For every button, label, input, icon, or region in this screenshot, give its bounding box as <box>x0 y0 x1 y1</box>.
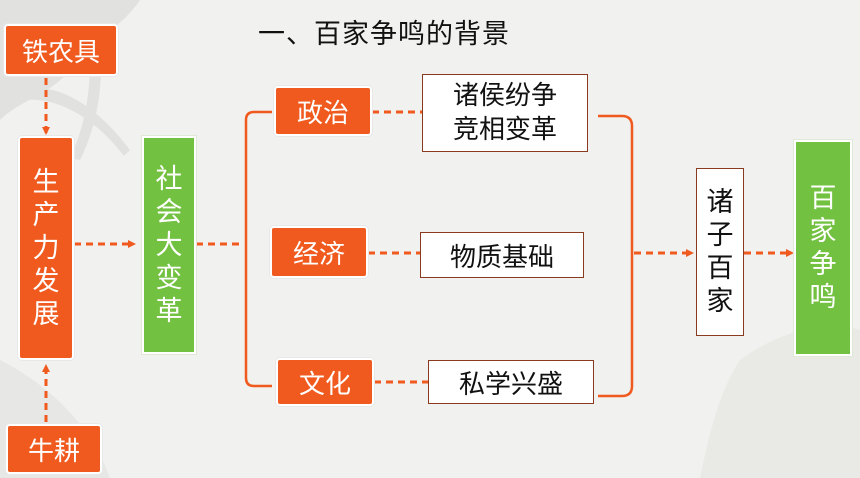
productivity-label: 生产力发展 <box>32 166 60 330</box>
economy-box: 经济 <box>270 226 368 278</box>
politics-detail-line-2: 竞相变革 <box>452 115 557 145</box>
economy-detail-label: 物质基础 <box>449 242 554 273</box>
contention-box: 百家争鸣 <box>794 140 852 356</box>
politics-label: 政治 <box>296 98 349 129</box>
right-bracket <box>598 114 634 398</box>
culture-box: 文化 <box>276 358 374 406</box>
economy-detail-box: 物质基础 <box>420 232 584 278</box>
politics-detail-line-1: 诸侯纷争 <box>452 81 557 111</box>
social-change-box: 社会大变革 <box>142 136 196 354</box>
culture-label: 文化 <box>298 369 351 400</box>
ox-plough-box: 牛耕 <box>6 424 102 474</box>
iron-tools-label: 铁农具 <box>21 37 100 68</box>
social-change-label: 社会大变革 <box>155 163 183 327</box>
contention-label: 百家争鸣 <box>809 183 837 313</box>
economy-label: 经济 <box>292 239 345 270</box>
hundred-schools-label: 诸子百家 <box>706 187 734 317</box>
productivity-box: 生产力发展 <box>18 136 74 360</box>
politics-box: 政治 <box>274 86 372 136</box>
left-bracket <box>244 110 272 388</box>
iron-tools-box: 铁农具 <box>4 24 118 76</box>
hundred-schools-box: 诸子百家 <box>696 168 744 336</box>
culture-detail-box: 私学兴盛 <box>428 360 594 404</box>
politics-detail-box: 诸侯纷争 竞相变革 <box>422 74 588 152</box>
page-title: 一、百家争鸣的背景 <box>258 19 510 50</box>
ox-plough-label: 牛耕 <box>27 436 80 467</box>
culture-detail-label: 私学兴盛 <box>458 369 563 400</box>
